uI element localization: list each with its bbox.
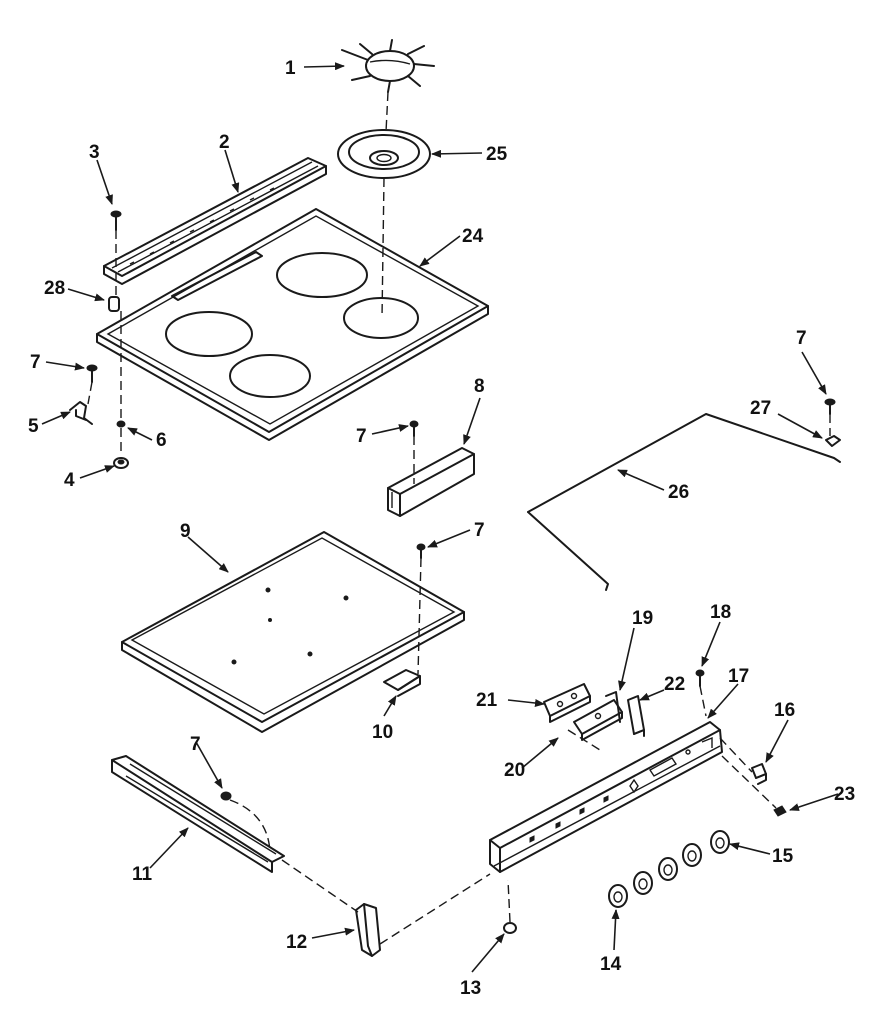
callout-5: 5 — [28, 416, 39, 437]
callout-2: 2 — [219, 132, 230, 153]
part-bracket-5 — [69, 401, 93, 425]
part-bracket-10 — [383, 669, 421, 697]
part-bracket-22 — [627, 695, 645, 737]
callout-18: 18 — [710, 602, 731, 623]
part-switch-21 — [543, 683, 591, 723]
part-bracket-16 — [751, 763, 767, 785]
callout-9: 9 — [180, 521, 191, 542]
callout-7-right: 7 — [796, 328, 807, 349]
callout-8: 8 — [474, 376, 485, 397]
callout-12: 12 — [286, 932, 307, 953]
callout-7-lower: 7 — [190, 734, 201, 755]
part-clip-27 — [825, 435, 841, 447]
knob-3 — [658, 857, 678, 881]
callout-6: 6 — [156, 430, 167, 451]
part-side-bracket-12 — [355, 903, 381, 957]
callout-20: 20 — [504, 760, 525, 781]
callout-23: 23 — [834, 784, 855, 805]
callout-1: 1 — [285, 58, 296, 79]
callout-10: 10 — [372, 722, 393, 743]
callout-13: 13 — [460, 978, 481, 999]
callout-26: 26 — [668, 482, 689, 503]
part-drip-bowl — [337, 129, 431, 179]
callout-22: 22 — [664, 674, 685, 695]
callout-27: 27 — [750, 398, 771, 419]
part-clip-23 — [773, 805, 787, 817]
callout-28: 28 — [44, 278, 65, 299]
part-screw-3 — [110, 210, 122, 231]
leader-arrows — [41, 62, 839, 973]
part-foot-13 — [503, 922, 517, 934]
knob-5 — [710, 830, 730, 854]
knob-4 — [682, 843, 702, 867]
callout-7-center-bottom: 7 — [474, 520, 485, 541]
callout-21: 21 — [476, 690, 498, 711]
callout-11: 11 — [132, 864, 153, 885]
part-knobs — [608, 830, 730, 908]
callout-24: 24 — [462, 226, 484, 247]
callout-4: 4 — [64, 470, 75, 491]
callout-16: 16 — [774, 700, 795, 721]
part-rear-panel-strip — [111, 755, 285, 873]
part-burner-box — [121, 531, 465, 733]
part-bracket-19 — [605, 691, 621, 723]
part-screw-18 — [695, 669, 705, 687]
knob-2 — [633, 871, 653, 895]
assembly-lines — [87, 91, 831, 945]
part-cooktop — [96, 208, 489, 441]
callout-14: 14 — [600, 954, 622, 975]
knob-1 — [608, 884, 628, 908]
part-screw-7-center-bottom — [416, 543, 426, 559]
callout-25: 25 — [486, 144, 508, 165]
part-screw-7-center-top — [409, 420, 419, 437]
callout-15: 15 — [772, 846, 794, 867]
callout-7-center-top: 7 — [356, 426, 367, 447]
callout-17: 17 — [728, 666, 749, 687]
callout-19: 19 — [632, 608, 653, 629]
part-mounting-bracket-8 — [387, 447, 475, 517]
part-screw-7-left — [86, 364, 98, 383]
part-screw-7-right — [824, 398, 836, 415]
part-rear-trim-strip — [103, 157, 327, 285]
callout-7-upper-left: 7 — [30, 352, 41, 373]
part-screw-7-lower — [220, 791, 232, 801]
callout-3: 3 — [89, 142, 100, 163]
callout-labels: 1 25 2 3 28 24 7 5 6 4 7 8 7 9 10 7 27 2… — [28, 58, 855, 999]
part-foot-4 — [113, 457, 129, 469]
part-burner-grate — [341, 39, 435, 93]
part-wire-rod — [527, 413, 841, 591]
part-control-panel — [489, 721, 723, 873]
part-bushing-28 — [108, 296, 120, 312]
part-switch-20 — [573, 699, 623, 741]
